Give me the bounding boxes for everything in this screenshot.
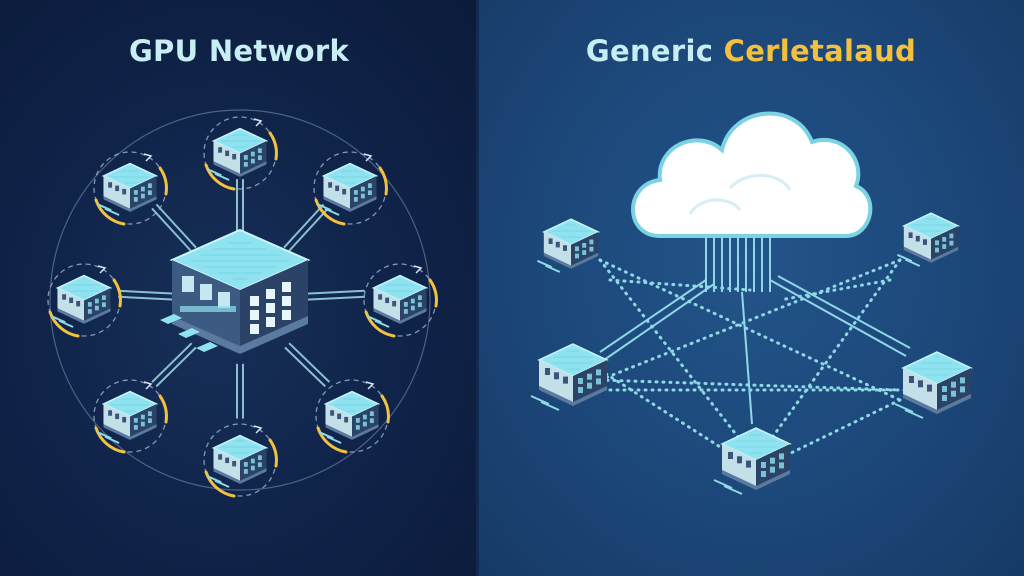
cloud-icon bbox=[631, 111, 873, 238]
hub-link-line bbox=[307, 289, 365, 295]
hub-plate bbox=[196, 342, 218, 352]
server-icon bbox=[894, 351, 973, 419]
hub-plate bbox=[160, 314, 182, 324]
server-icon bbox=[96, 390, 159, 444]
dotted-link bbox=[608, 278, 752, 292]
hub-link-line bbox=[118, 289, 175, 295]
hub-link-line bbox=[283, 203, 325, 249]
title-accent: Cerletalaud bbox=[723, 34, 917, 68]
gpu-nodes bbox=[47, 116, 438, 498]
hub-window bbox=[182, 276, 194, 292]
server-icon bbox=[366, 274, 429, 328]
server-icon bbox=[316, 162, 379, 216]
dotted-link bbox=[778, 278, 892, 302]
server-icon bbox=[50, 274, 113, 328]
dotted-link bbox=[598, 258, 902, 382]
dotted-link bbox=[754, 258, 902, 462]
hub-link-line bbox=[151, 207, 193, 253]
rotation-ring bbox=[203, 116, 278, 191]
hub-link-line bbox=[155, 346, 197, 388]
hub-link-line bbox=[288, 342, 331, 383]
uplink-line bbox=[741, 291, 753, 425]
server-icon bbox=[96, 162, 159, 216]
rotation-ring bbox=[93, 379, 168, 454]
rotation-ring bbox=[363, 263, 438, 338]
cloud-uplinks bbox=[599, 236, 911, 425]
rotation-ring bbox=[93, 151, 168, 226]
dotted-link bbox=[598, 258, 902, 402]
hub-link-line bbox=[307, 295, 365, 301]
hub-window bbox=[200, 284, 212, 300]
dotted-link bbox=[598, 258, 758, 462]
server-icon bbox=[530, 343, 609, 411]
uplink-line bbox=[599, 279, 707, 353]
server-icon bbox=[206, 127, 269, 181]
server-icon bbox=[536, 218, 600, 273]
hub-link-line bbox=[118, 295, 175, 301]
hub-link-line bbox=[155, 203, 197, 249]
hub-link-line bbox=[287, 207, 329, 253]
cloud-dotted-links bbox=[598, 258, 932, 472]
uplink-line bbox=[603, 283, 715, 361]
uplink-line bbox=[777, 275, 911, 349]
server-icon bbox=[206, 434, 269, 488]
server-icon bbox=[318, 390, 381, 444]
rotation-ring bbox=[313, 151, 388, 226]
server-icon bbox=[896, 212, 960, 267]
server-icon bbox=[713, 427, 792, 495]
cloud-nodes bbox=[530, 212, 973, 495]
rotation-ring bbox=[47, 263, 122, 338]
central-hub-server bbox=[160, 228, 311, 354]
hub-link-line bbox=[151, 342, 193, 383]
hub-link-line bbox=[284, 346, 326, 388]
network-ring bbox=[49, 109, 431, 491]
hub-plate bbox=[178, 328, 200, 338]
panel-divider bbox=[476, 0, 479, 576]
gpu-network-title: GPU Network bbox=[128, 34, 350, 68]
hub-links bbox=[118, 179, 365, 419]
title-prefix: Generic bbox=[585, 34, 714, 68]
uplink-line bbox=[769, 279, 907, 357]
rotation-ring bbox=[203, 423, 278, 498]
dotted-link bbox=[598, 378, 902, 392]
rotation-ring bbox=[315, 379, 390, 454]
generic-cloud-title: Generic Cerletalaud bbox=[478, 34, 1024, 68]
hub-window bbox=[218, 292, 230, 308]
